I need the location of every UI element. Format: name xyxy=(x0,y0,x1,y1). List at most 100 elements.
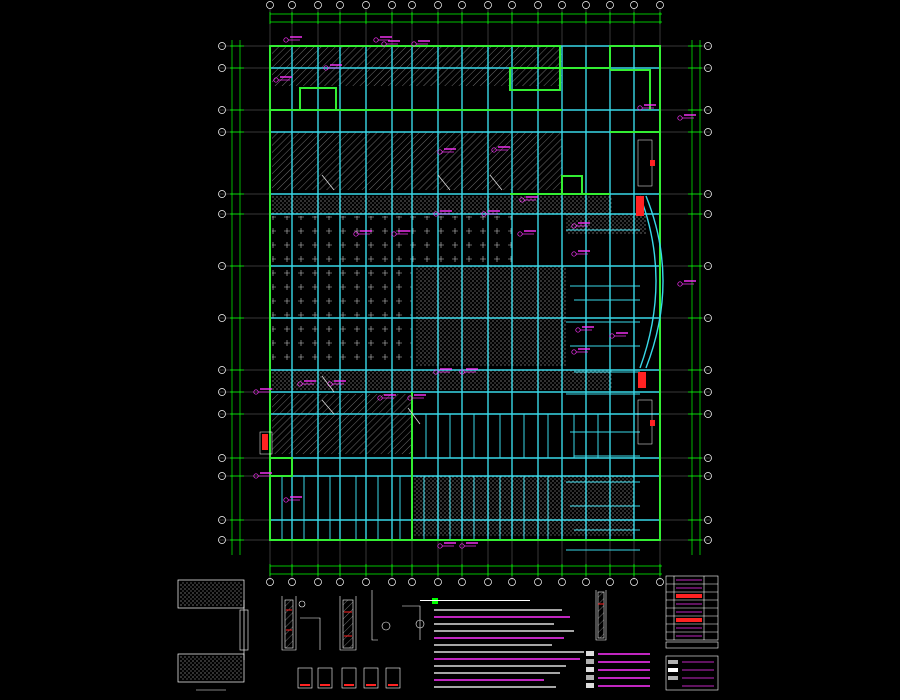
slab-dot-hatch xyxy=(272,370,612,390)
axis-bubble xyxy=(266,578,274,586)
annotation-tags xyxy=(253,36,696,549)
axis-bubble xyxy=(218,516,226,524)
slab-dot-hatch xyxy=(416,266,566,366)
axis-bubble xyxy=(218,366,226,374)
annotation-marker xyxy=(517,231,523,237)
axis-bubble xyxy=(336,1,344,9)
axis-bubble xyxy=(704,42,712,50)
slab-diagonal-hatch xyxy=(272,46,562,86)
axis-bubble xyxy=(458,1,466,9)
axis-bubble xyxy=(218,64,226,72)
axis-bubble xyxy=(704,366,712,374)
axis-bubble xyxy=(218,128,226,136)
axis-bubble xyxy=(408,578,416,586)
axis-bubble xyxy=(656,1,664,9)
section-detail-red xyxy=(286,603,604,637)
axis-bubble xyxy=(606,1,614,9)
legend-text-lines xyxy=(676,579,714,687)
axis-bubble xyxy=(704,410,712,418)
leader-lines xyxy=(321,174,503,425)
axis-bubble xyxy=(408,1,416,9)
axis-bubble xyxy=(288,1,296,9)
axis-bubble xyxy=(508,578,516,586)
axis-bubble xyxy=(388,1,396,9)
axis-bubble xyxy=(704,472,712,480)
axis-bubble xyxy=(704,210,712,218)
slab-diagonal-hatch xyxy=(272,394,412,454)
axis-bubble xyxy=(314,578,322,586)
axis-bubble xyxy=(434,1,442,9)
annotation-marker xyxy=(575,327,581,333)
axis-bubble xyxy=(704,516,712,524)
annotation-marker xyxy=(373,37,379,43)
axis-bubble xyxy=(336,578,344,586)
axis-bubble xyxy=(362,578,370,586)
axis-bubble xyxy=(218,106,226,114)
axis-bubble xyxy=(582,578,590,586)
legend-swatch xyxy=(586,667,594,672)
legend-swatch xyxy=(586,683,594,688)
axis-bubble xyxy=(630,578,638,586)
axis-bubble xyxy=(704,64,712,72)
annotation-marker xyxy=(677,281,683,287)
legend-notes xyxy=(586,651,650,688)
slab-hatch-regions xyxy=(272,46,646,536)
axis-bubble xyxy=(388,578,396,586)
legend-swatches xyxy=(668,594,702,680)
legend-swatch xyxy=(586,651,594,656)
axis-bubbles-left xyxy=(218,42,244,544)
axis-bubble xyxy=(606,578,614,586)
annotation-marker xyxy=(437,543,443,549)
axis-bubble xyxy=(582,1,590,9)
slab-dot-hatch xyxy=(272,196,612,214)
axis-bubble xyxy=(434,578,442,586)
axis-bubble xyxy=(484,1,492,9)
annotation-marker xyxy=(677,115,683,121)
axis-bubble xyxy=(704,262,712,270)
axis-bubbles-right xyxy=(688,42,712,544)
axis-bubble xyxy=(704,388,712,396)
axis-bubbles-top xyxy=(266,1,664,24)
section-details xyxy=(281,590,607,651)
curved-facade xyxy=(639,195,664,369)
axis-bubble xyxy=(508,1,516,9)
axis-bubble xyxy=(458,578,466,586)
axis-bubbles-bottom xyxy=(266,564,664,586)
axis-bubble xyxy=(656,578,664,586)
beam-section-details xyxy=(297,667,401,689)
axis-bubble xyxy=(218,262,226,270)
detail-circles xyxy=(298,600,425,631)
highlight-marks xyxy=(262,160,655,450)
axis-bubble xyxy=(704,106,712,114)
axis-bubble xyxy=(218,388,226,396)
axis-bubble xyxy=(704,536,712,544)
legend-swatch xyxy=(586,659,594,664)
axis-bubble xyxy=(484,578,492,586)
axis-bubble xyxy=(314,1,322,9)
axis-bubble xyxy=(218,190,226,198)
slab-cross-hatch xyxy=(272,268,412,366)
axis-bubble xyxy=(704,128,712,136)
wall-section-detail xyxy=(177,579,249,683)
annotation-marker xyxy=(571,251,577,257)
legend-table xyxy=(665,575,719,691)
axis-bubble xyxy=(704,454,712,462)
legend-swatch xyxy=(586,675,594,680)
axis-bubble xyxy=(218,314,226,322)
drawing-title-underline xyxy=(420,600,530,601)
axis-bubble xyxy=(558,1,566,9)
axis-bubble xyxy=(218,536,226,544)
axis-bubble xyxy=(218,210,226,218)
axis-bubble xyxy=(704,314,712,322)
axis-bubble xyxy=(534,578,542,586)
axis-bubble xyxy=(218,42,226,50)
axis-bubble xyxy=(534,1,542,9)
wall-outline xyxy=(269,45,661,541)
general-notes-text xyxy=(434,609,584,688)
axis-bubble xyxy=(558,578,566,586)
notes-marker xyxy=(432,598,438,604)
annotation-marker xyxy=(283,497,289,503)
axis-bubble xyxy=(218,454,226,462)
dimension-lines xyxy=(231,13,701,575)
